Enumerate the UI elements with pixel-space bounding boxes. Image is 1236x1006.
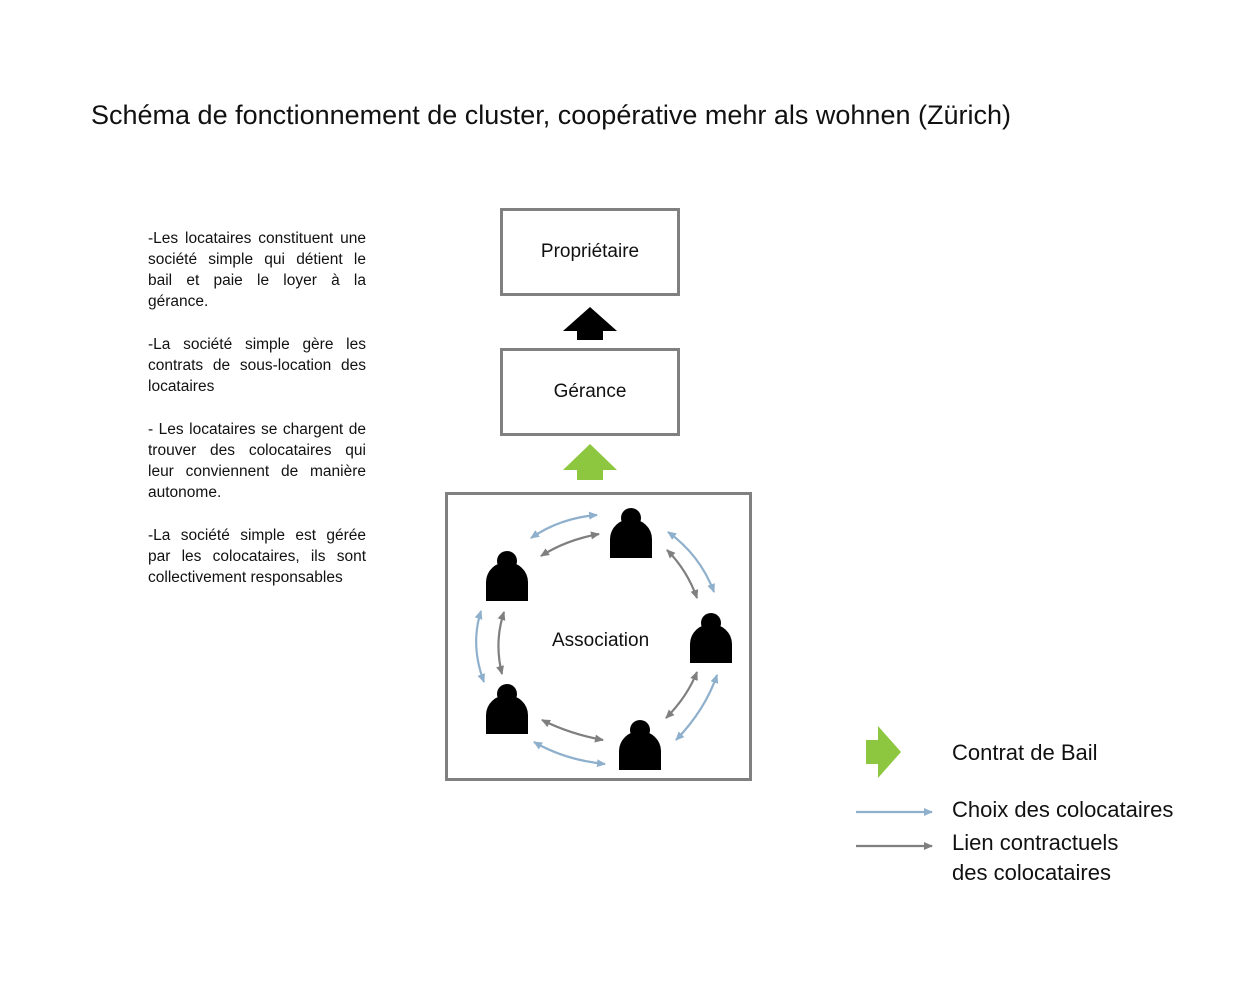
gerance-label: Gérance — [553, 381, 627, 402]
description-text: -Les locataires constituent une société … — [148, 228, 366, 610]
legend-lien-line: Lien contractuels — [952, 830, 1119, 855]
legend-lien-line: des colocataires — [952, 860, 1111, 885]
person-icon — [486, 551, 528, 601]
choix-arrow — [530, 511, 598, 539]
person-icon — [619, 720, 661, 770]
choix-arrow — [675, 674, 719, 741]
lien-arrow — [496, 611, 506, 675]
proprietaire-label: Propriétaire — [540, 241, 640, 262]
description-paragraph: - Les locataires se chargent de trouver … — [148, 421, 366, 501]
person-icon — [610, 508, 652, 558]
legend-choix-label: Choix des colocataires — [952, 797, 1174, 822]
association-label: Association — [552, 630, 650, 651]
choix-arrow — [474, 610, 486, 683]
gerance-box: Gérance — [500, 348, 680, 436]
person-icon — [486, 684, 528, 734]
choix-arrow — [533, 741, 606, 768]
proprietaire-box: Propriétaire — [500, 208, 680, 296]
arrow-gerance-to-proprietaire — [563, 307, 617, 340]
arrow-association-to-gerance — [563, 444, 617, 480]
lien-arrow — [541, 719, 604, 743]
lien-arrow — [666, 549, 699, 599]
diagram-title: Schéma de fonctionnement de cluster, coo… — [91, 100, 1011, 130]
person-icon — [690, 613, 732, 663]
description-paragraph: -La société simple est gérée par les col… — [148, 527, 366, 586]
lien-arrow — [540, 531, 600, 557]
lien-arrow — [665, 671, 699, 719]
legend-bail-arrow-icon — [866, 726, 901, 778]
legend-bail-label: Contrat de Bail — [952, 740, 1098, 765]
legend-lien-label: Lien contractuels des colocataires — [952, 828, 1192, 888]
description-paragraph: -La société simple gère les contrats de … — [148, 336, 366, 395]
association-box — [445, 492, 752, 781]
description-paragraph: -Les locataires constituent une société … — [148, 230, 366, 310]
